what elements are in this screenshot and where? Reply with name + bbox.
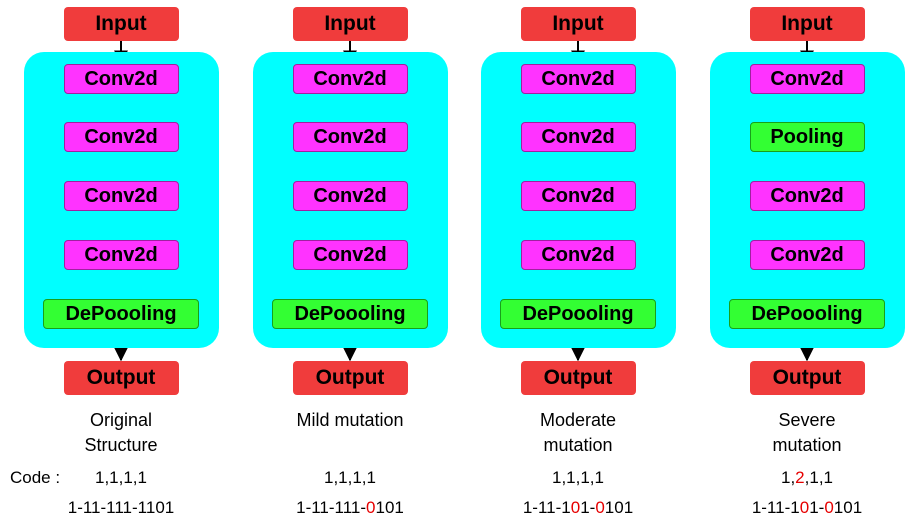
depooling-block: DePoooling: [729, 299, 885, 329]
caption-line: Structure: [84, 435, 158, 455]
output-box: Output: [749, 361, 865, 395]
code-segment: 101: [375, 498, 404, 517]
code-segment: 1,1,1,1: [552, 468, 604, 487]
conv2d-block: Conv2d: [63, 181, 179, 211]
conv2d-block: Conv2d: [292, 64, 408, 94]
mutated-digit: 0: [824, 498, 834, 517]
column-caption: Moderate mutation: [478, 408, 678, 458]
conv2d-block: Conv2d: [292, 181, 408, 211]
conv2d-block: Conv2d: [63, 240, 179, 270]
depooling-block: DePoooling: [272, 299, 428, 329]
mutated-digit: 0: [366, 498, 376, 517]
conv2d-block: Conv2d: [520, 64, 636, 94]
code-segment: 101: [604, 498, 634, 517]
input-box: Input: [520, 7, 636, 41]
input-box: Input: [292, 7, 408, 41]
code-segment: 1-11-1: [522, 498, 571, 517]
code-segment: 101: [833, 498, 863, 517]
caption-line: Original: [89, 410, 153, 430]
code-segment: 1-11-111-: [296, 498, 367, 517]
conv2d-block: Conv2d: [749, 240, 865, 270]
mutated-digit: 0: [595, 498, 605, 517]
output-box: Output: [63, 361, 179, 395]
conv2d-block: Conv2d: [520, 122, 636, 152]
conv2d-block: Conv2d: [520, 181, 636, 211]
conv2d-block: Conv2d: [520, 240, 636, 270]
mutated-digit: 0: [570, 498, 581, 517]
column-caption: Severe mutation: [707, 408, 907, 458]
conv2d-block: Conv2d: [749, 64, 865, 94]
code-segment: 1,1,1,1: [95, 468, 147, 487]
caption-line: mutation: [772, 435, 842, 455]
code-label: Code :: [10, 468, 61, 487]
connection-code: 1-11-101-0101: [707, 498, 907, 518]
block-code: 1,1,1,1: [21, 468, 221, 488]
pooling-block: Pooling: [749, 122, 865, 152]
depooling-block: DePoooling: [43, 299, 199, 329]
input-box: Input: [63, 7, 179, 41]
conv2d-block: Conv2d: [63, 64, 179, 94]
block-code: 1,1,1,1: [478, 468, 678, 488]
code-segment: 1-: [580, 498, 596, 517]
caption-line: mutation: [543, 435, 613, 455]
caption-line: Moderate: [539, 410, 617, 430]
code-segment: 1,1,1,1: [324, 468, 376, 487]
code-segment: 1-11-1: [751, 498, 800, 517]
code-segment: 1-: [809, 498, 825, 517]
connection-code: 1-11-111-1101: [21, 498, 221, 518]
caption-line: Severe: [778, 410, 836, 430]
block-code: 1,2,1,1: [707, 468, 907, 488]
mutated-digit: 2: [795, 468, 805, 487]
column-caption: Mild mutation: [250, 408, 450, 433]
conv2d-block: Conv2d: [749, 181, 865, 211]
code-segment: 1,: [780, 468, 796, 487]
output-box: Output: [292, 361, 408, 395]
code-segment: 1-11-111-1101: [67, 498, 175, 517]
conv2d-block: Conv2d: [292, 122, 408, 152]
block-code: 1,1,1,1: [250, 468, 450, 488]
output-box: Output: [520, 361, 636, 395]
mutated-digit: 0: [799, 498, 810, 517]
conv2d-block: Conv2d: [63, 122, 179, 152]
input-box: Input: [749, 7, 865, 41]
connection-code: 1-11-101-0101: [478, 498, 678, 518]
code-segment: ,1,1: [804, 468, 833, 487]
conv2d-block: Conv2d: [292, 240, 408, 270]
depooling-block: DePoooling: [500, 299, 656, 329]
connection-code: 1-11-111-0101: [250, 498, 450, 518]
caption-line: Mild mutation: [296, 410, 404, 430]
